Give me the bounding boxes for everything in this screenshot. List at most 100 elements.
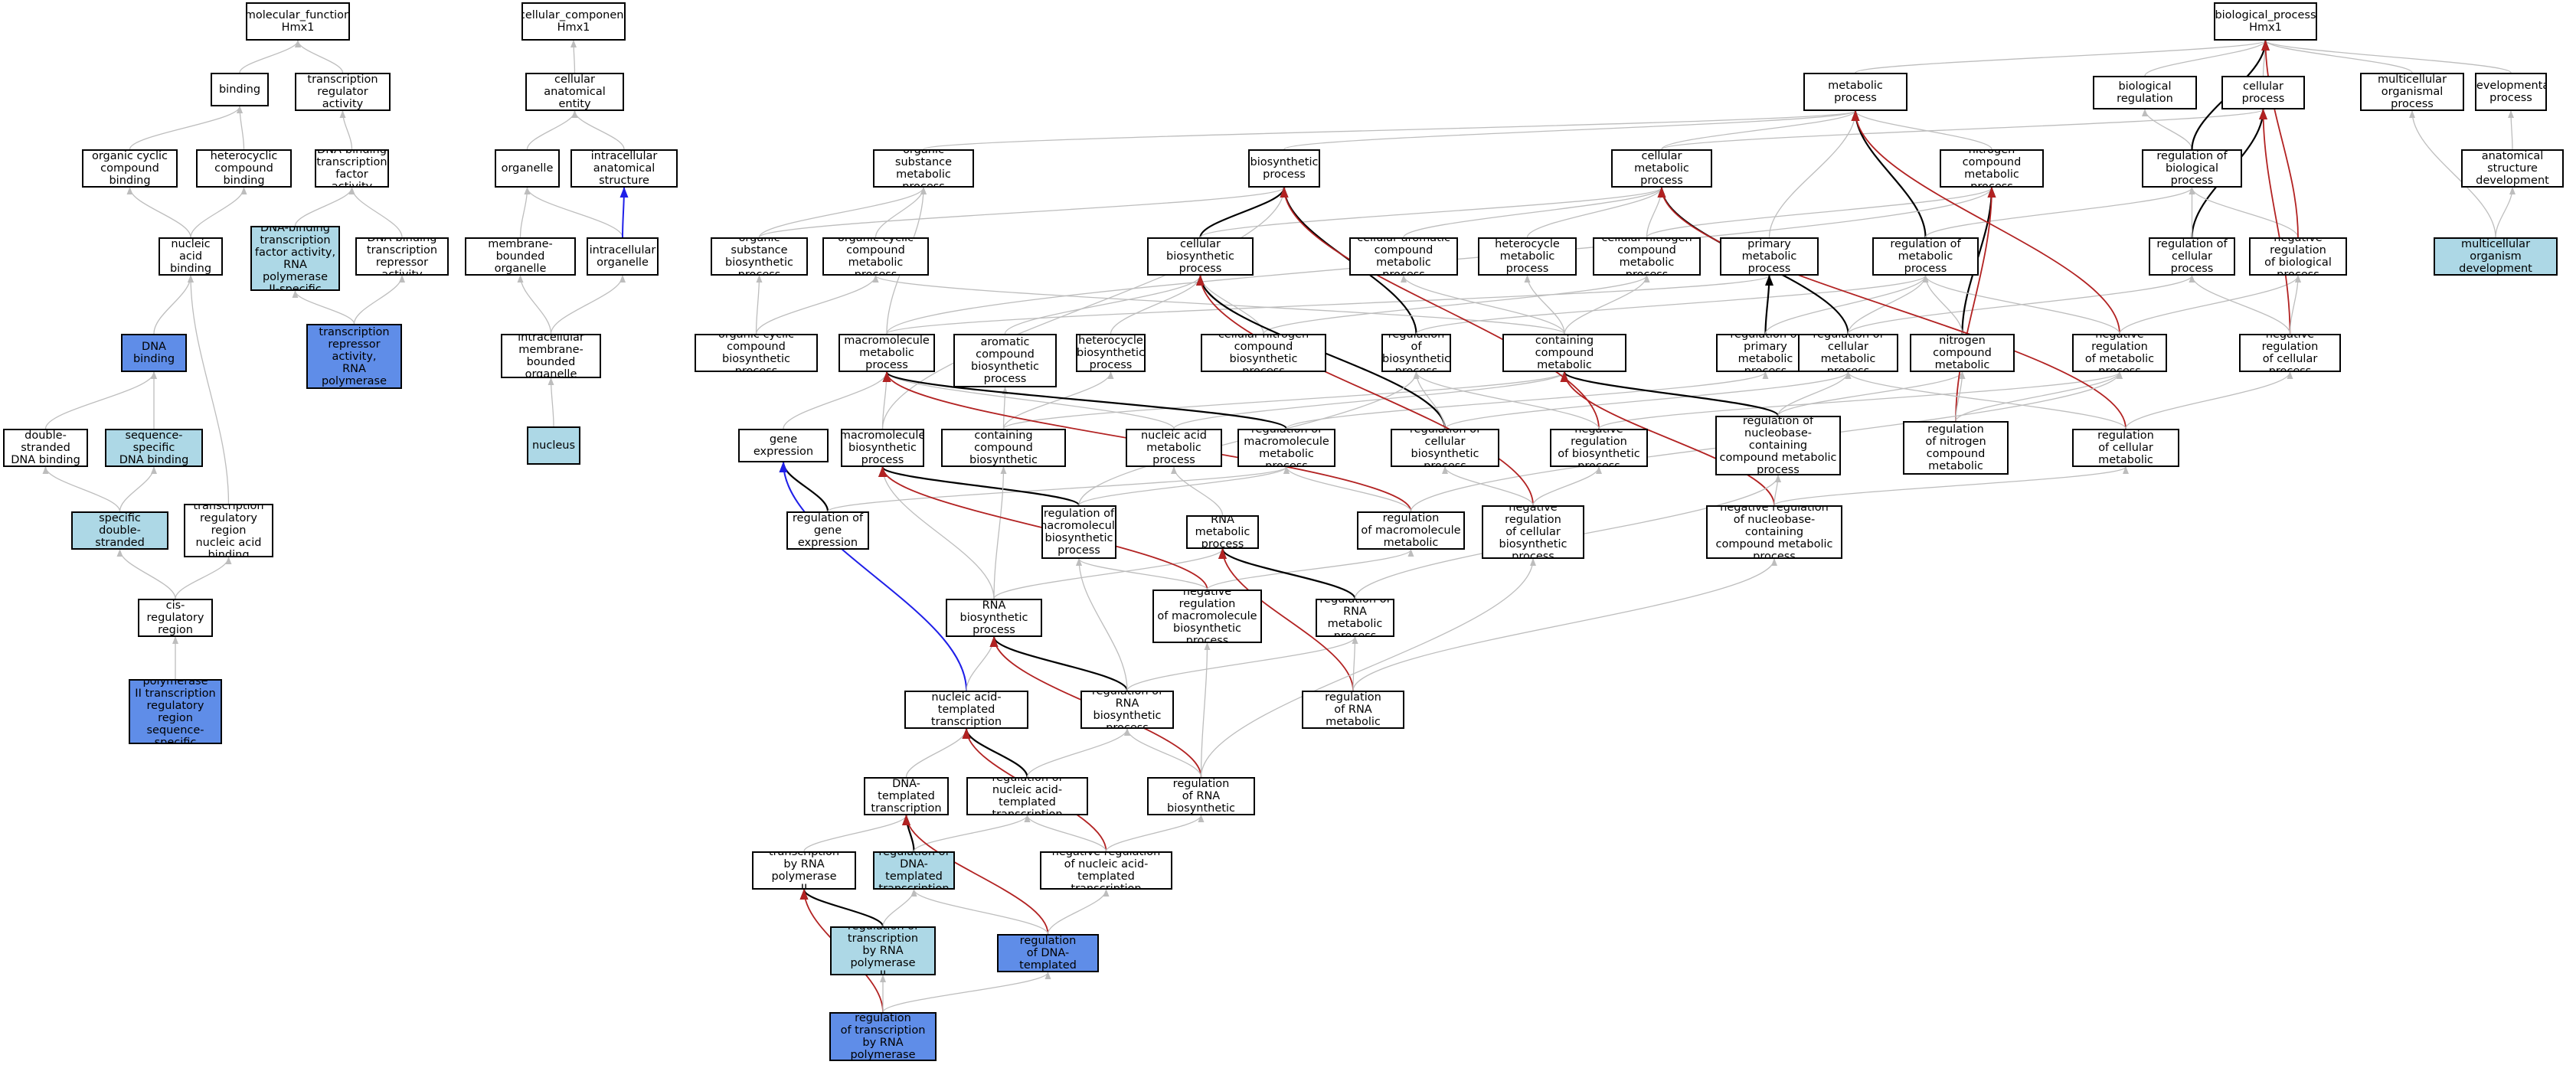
is-a-edge-osbp-to-osmp [758, 187, 927, 238]
is-a-edge-cncbp-to-cncmp [1263, 275, 1650, 335]
is-a-edge-ncbp-to-acbp [1002, 387, 1008, 429]
is-a-edge-cmp-to-cp [1661, 109, 2267, 150]
go-term-transcription-regulatory-region-nucleic-acid-binding: transcription regulatory region nucleic … [184, 504, 273, 557]
is-a-edge-acbp-to-cbp [1004, 275, 1204, 335]
is-a-edge-tcrrb-to-ssdsdna [116, 549, 176, 599]
is-a-edge-natt-to-rnabp [966, 636, 997, 691]
is-a-edge-nucleus-to-imbo [548, 377, 554, 427]
is-a-edge-hcb-to-binding [237, 106, 245, 150]
go-term-nitrogen-compound-metabolic-process: nitrogen compound metabolic process [1940, 149, 2044, 188]
is-a-edge-rmbp-to-rmmp [1078, 466, 1290, 506]
is-a-edge-rcbp-to-rcmp [1444, 371, 1852, 429]
is-a-edge-mod-to-mop [2409, 110, 2496, 238]
go-term-negative-regulation-of-rna-biosynthetic-process: negative regulation of RNA biosynthetic … [1147, 777, 1255, 815]
is-a-edge-osmp-to-mp [923, 110, 1858, 150]
go-term-binding: binding [211, 73, 269, 106]
is-a-edge-nrbsp-to-rbsp [1413, 371, 1600, 429]
go-term-cellular-anatomical-entity: cellular anatomical entity [525, 73, 624, 111]
go-term-transcription-by-rna-polymerase-ii: transcription by RNA polymerase II [752, 851, 856, 890]
go-term-intracellular-membrane-bounded-organelle: intracellular membrane-bounded organelle [501, 334, 601, 378]
go-term-regulation-of-cellular-biosynthetic-process: regulation of cellular biosynthetic proc… [1391, 429, 1499, 467]
regulates-edge-rrnamp-to-rnamp [1218, 548, 1356, 599]
go-term-negative-regulation-of-cellular-process: negative regulation of cellular process [2239, 334, 2341, 372]
go-term-anatomical-structure-development: anatomical structure development [2461, 149, 2564, 188]
is-a-edge-rnabp-to-rnamp [993, 548, 1226, 599]
go-term-membrane-bounded-organelle: membrane-bounded organelle [465, 237, 576, 276]
go-term-cellular-biosynthetic-process: cellular biosynthetic process [1147, 237, 1254, 276]
is-a-edge-nrtrp2-to-nrdtt [882, 972, 1051, 1013]
go-term-heterocycle-biosynthetic-process: heterocycle biosynthetic process [1076, 334, 1146, 372]
is-a-edge-nrcp-to-nrbp [2289, 275, 2301, 335]
part-of-edge-natt-to-ge [779, 462, 967, 691]
go-term-organic-cyclic-compound-biosynthetic-process: organic cyclic compound biosynthetic pro… [695, 334, 818, 372]
is-a-edge-rnabp-to-ncbp [993, 466, 1007, 599]
is-a-edge-pmp-to-mp [1768, 110, 1858, 238]
is-a-edge-nrcmp-to-rcmp [1845, 371, 2127, 429]
is-a-edge-nrbp-to-rbp [2189, 187, 2299, 238]
go-term-dna-binding-transcription-repressor-activity: DNA-binding transcription repressor acti… [355, 237, 449, 276]
is-a-edge-nrnatt-to-nrrnabp [1105, 815, 1205, 852]
is-a-edge-dbtra2-to-dbtra [353, 275, 405, 325]
go-term-negative-regulation-of-macromolecule-metabolic-process: negative regulation of macromolecule met… [1357, 511, 1465, 550]
is-a-edge-dbtra-to-dbtfa [348, 187, 403, 238]
go-term-biosynthetic-process: biosynthetic process [1248, 149, 1320, 188]
is-a-edge-nrmbp-to-rmbp [1076, 558, 1208, 590]
is-a-edge-rnatt-to-rrnabp [1026, 728, 1130, 778]
negatively-regulates-edge-nrdtt-to-dtt [902, 815, 1049, 935]
negatively-regulates-edge-nrrnamp-to-rnamp [1218, 548, 1354, 691]
is-a-edge-cacmp-to-cmp [1403, 187, 1665, 238]
negatively-regulates-edge-nrbsp-to-bsp [1280, 187, 1600, 429]
is-a-edge-nrrnamp-to-nrnccmp [1352, 558, 1777, 691]
negatively-regulates-edge-nrcp-to-cp [2259, 109, 2291, 335]
go-term-regulation-of-cellular-process: regulation of cellular process [2149, 237, 2235, 276]
is-a-edge-imbo-to-io [550, 275, 626, 335]
go-term-regulation-of-macromolecule-biosynthetic-process: regulation of macromolecule biosynthetic… [1041, 505, 1116, 559]
is-a-edge-mop-to-bp [2262, 40, 2413, 73]
go-term-regulation-of-transcription-by-rna-polymerase-ii: regulation of transcription by RNA polym… [830, 926, 936, 975]
is-a-edge-osbp-to-bsp [758, 187, 1287, 238]
is-a-edge-rtrp2-to-rdtt [882, 889, 917, 927]
go-term-dna-binding-transcription-factor-activity-rna-polymerase-ii-specific: DNA-binding transcription factor activit… [250, 226, 340, 291]
go-term-regulation-of-dna-templated-transcription: regulation of DNA-templated transcriptio… [873, 851, 955, 890]
is-a-edge-asd-to-dp [2508, 110, 2515, 150]
is-a-edge-ssdsdna-to-ssdna [119, 466, 157, 512]
negatively-regulates-edge-nrbp-to-bp [2261, 40, 2299, 238]
is-a-edge-nab-to-hcb [190, 187, 247, 238]
go-term-macromolecule-biosynthetic-process: macromolecule biosynthetic process [841, 429, 924, 467]
go-term-cellular-process: cellular process [2221, 76, 2305, 109]
is-a-edge-nrcp-to-rcp [2189, 275, 2291, 335]
is-a-edge-bsp-to-mp [1283, 110, 1858, 150]
go-term-organic-cyclic-compound-binding: organic cyclic compound binding [82, 149, 178, 188]
is-a-edge-dtt-to-natt [905, 728, 969, 778]
regulates-edge-rnccmp-to-nccmp [1560, 371, 1780, 416]
is-a-edge-nrmbp-to-nrmmp [1206, 549, 1414, 590]
go-term-regulation-of-metabolic-process: regulation of metabolic process [1872, 237, 1979, 276]
is-a-edge-rmmp-to-rpmp [1286, 371, 1769, 429]
is-a-edge-ncbp-to-nccmp [1002, 371, 1568, 429]
go-term-metabolic-process: metabolic process [1803, 73, 1907, 111]
is-a-edge-nrmp-to-nrbp [2119, 275, 2301, 335]
go-term-negative-regulation-of-rna-metabolic-process: negative regulation of RNA metabolic pro… [1302, 691, 1404, 729]
regulates-edge-rrnabp-to-rnabp [989, 636, 1129, 691]
is-a-edge-organelle-to-cae [526, 110, 578, 150]
go-term-aromatic-compound-biosynthetic-process: aromatic compound biosynthetic process [953, 334, 1057, 387]
go-term-organic-substance-biosynthetic-process: organic substance biosynthetic process [711, 237, 808, 276]
go-term-negative-regulation-of-cellular-metabolic-process: negative regulation of cellular metaboli… [2072, 429, 2179, 467]
is-a-edge-cmp-to-mp [1661, 110, 1858, 150]
go-term-regulation-of-biological-process: regulation of biological process [2142, 149, 2242, 188]
go-term-negative-regulation-of-metabolic-process: negative regulation of metabolic process [2072, 334, 2167, 372]
is-a-edge-trp2-to-dtt [803, 815, 910, 852]
is-a-edge-nccmp-to-cncmp [1564, 275, 1650, 335]
regulates-edge-cbp-to-bsp [1199, 187, 1289, 238]
go-term-multicellular-organismal-process: multicellular organismal process [2360, 73, 2464, 111]
is-a-edge-nrrnabp-to-nrcbp [1200, 558, 1536, 778]
regulates-edge-rmbp-to-mbp [878, 465, 1080, 507]
is-a-edge-hmp-to-cmp [1526, 187, 1665, 238]
is-a-edge-rcmp-to-rmp [1847, 275, 1929, 335]
is-a-edge-rnabp-to-mbp [879, 466, 995, 599]
is-a-edge-nrbsp-to-nrmp [1598, 371, 2123, 429]
is-a-edge-rbsp-to-rmp [1415, 275, 1929, 335]
go-term-nucleobase-containing-compound-metabolic-process: nucleobase-containing compound metabolic… [1502, 334, 1626, 372]
go-term-heterocyclic-compound-binding: heterocyclic compound binding [196, 149, 292, 188]
go-term-cellular-aromatic-compound-metabolic-process: cellular aromatic compound metabolic pro… [1349, 237, 1458, 276]
